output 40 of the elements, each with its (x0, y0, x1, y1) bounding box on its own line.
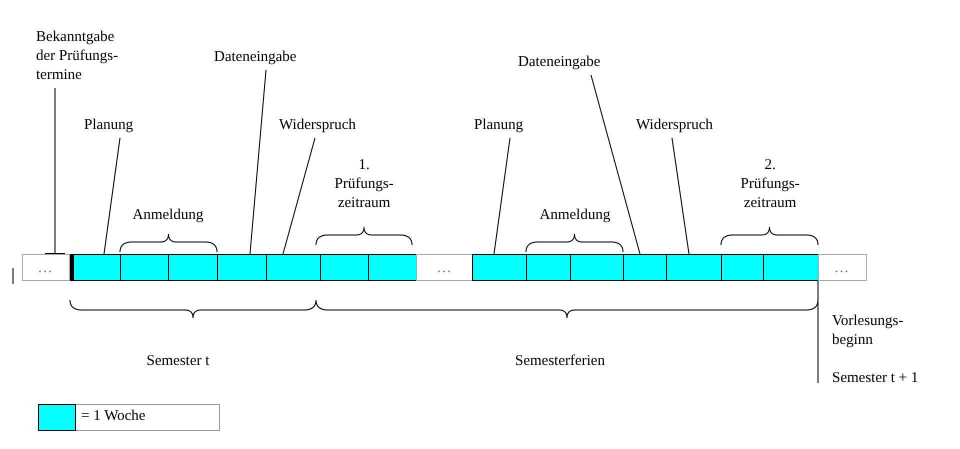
week-cell (73, 254, 122, 281)
milestone-label: Widerspruch (636, 116, 713, 135)
week-cell (763, 254, 820, 281)
period-label: 1. Prüfungs- zeitraum (334, 156, 394, 213)
period-label: Semester t (146, 352, 210, 371)
milestone-label: Planung (84, 116, 134, 135)
week-cell (526, 254, 572, 281)
leader-line (45, 88, 65, 255)
milestone-label: Widerspruch (279, 116, 356, 135)
event-label: Semester t + 1 (832, 369, 918, 388)
week-cell (320, 254, 370, 281)
period-label: 2. Prüfungs- zeitraum (740, 156, 800, 213)
gap-cell: … (22, 254, 70, 281)
period-label: Semesterferien (515, 352, 605, 371)
gap-cell: … (416, 254, 474, 281)
gap-cell: … (818, 254, 867, 281)
week-cell (472, 254, 528, 281)
week-cell (217, 254, 268, 281)
leader-line (590, 74, 640, 254)
milestone-label: Bekanntgabe der Prüfungs- termine (36, 28, 136, 85)
leader-line (672, 138, 690, 254)
leader-line (282, 138, 316, 254)
week-cell (623, 254, 668, 281)
week-cell (266, 254, 322, 281)
milestone-label: Planung (474, 116, 524, 135)
legend-text: = 1 Woche (81, 408, 146, 425)
phase-label: Anmeldung (540, 206, 610, 225)
milestone-label: Dateneingabe (518, 53, 600, 72)
week-cell (666, 254, 723, 281)
leader-line (104, 138, 120, 254)
leader-line (494, 138, 510, 254)
week-cell (721, 254, 765, 281)
week-cell (570, 254, 625, 281)
event-label: Vorlesungs- beginn (832, 312, 904, 350)
phase-label: Anmeldung (132, 206, 204, 225)
week-cell (168, 254, 219, 281)
milestone-label: Dateneingabe (214, 48, 296, 67)
leader-line (250, 70, 266, 254)
week-cell (368, 254, 418, 281)
week-cell (120, 254, 170, 281)
